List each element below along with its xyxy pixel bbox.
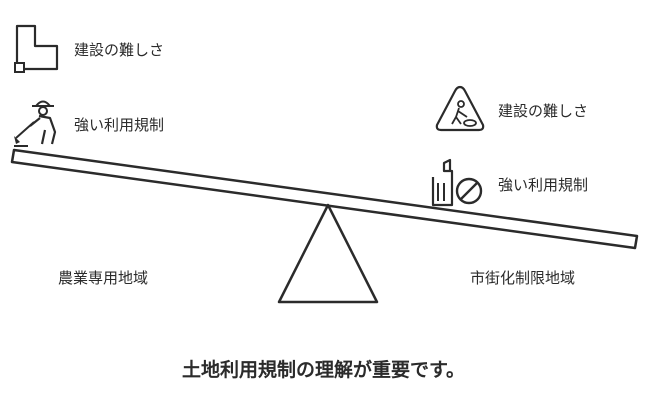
left-item-1-label: 建設の難しさ <box>74 41 165 59</box>
seesaw-plank <box>10 148 639 250</box>
construction-warning-sign-icon <box>435 85 485 132</box>
diagram-caption: 土地利用規制の理解が重要です。 <box>181 359 466 381</box>
right-item-1-label: 建設の難しさ <box>498 102 589 120</box>
right-zone-label: 市街化制限地域 <box>470 269 576 287</box>
prohibited-building-icon <box>431 158 483 207</box>
worker-digging-icon <box>14 100 57 147</box>
left-zone-label: 農業専用地域 <box>58 269 149 287</box>
right-item-2-label: 強い利用規制 <box>498 176 589 194</box>
building-outline-icon <box>14 24 59 73</box>
seesaw-fulcrum <box>277 203 379 304</box>
left-item-2-label: 強い利用規制 <box>74 116 165 134</box>
